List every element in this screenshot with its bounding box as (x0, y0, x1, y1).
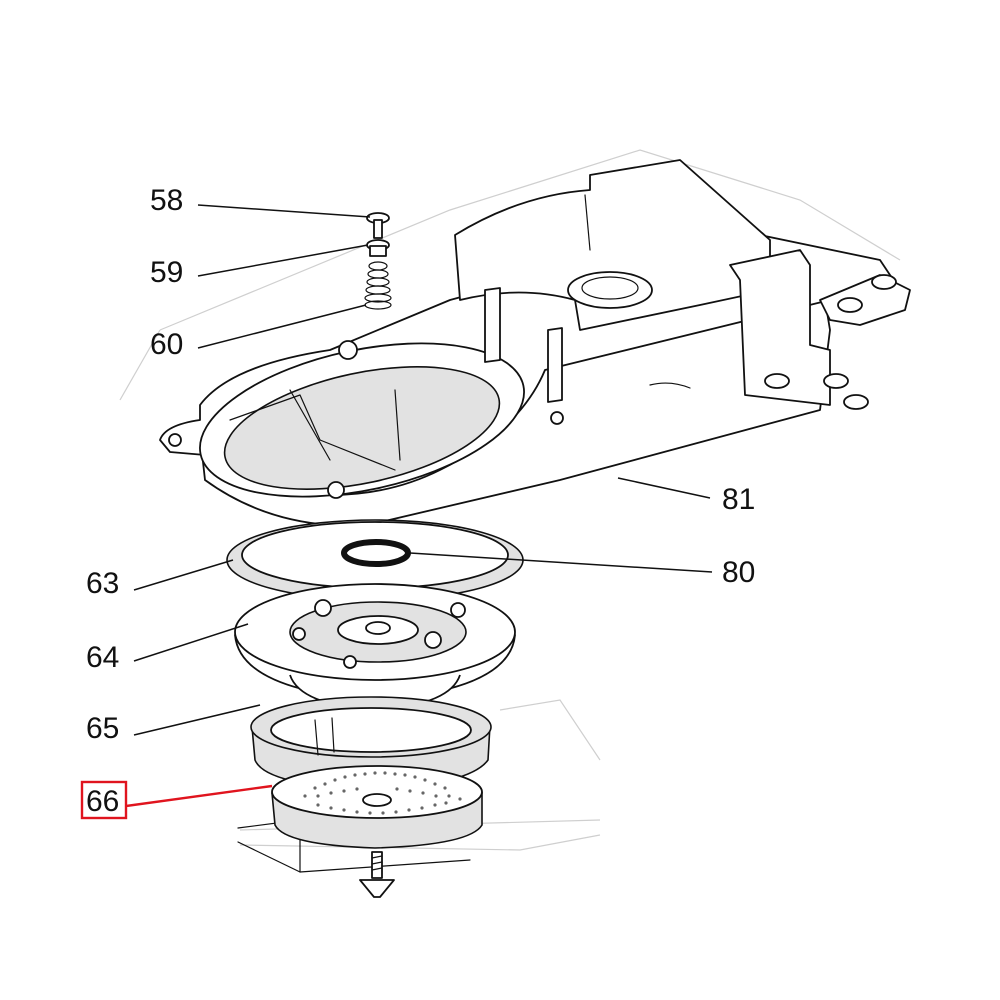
disc-perforations (303, 771, 462, 815)
callout-59: 59 (150, 256, 183, 289)
part-64-burr-carrier (234, 583, 516, 711)
part-60-spring (364, 261, 392, 310)
part-66-grinder-disc (271, 765, 483, 849)
callout-labels: 58 59 60 81 80 63 64 65 66 (80, 184, 755, 820)
leader-lines (125, 204, 713, 808)
callout-81: 81 (722, 483, 755, 516)
part-80-o-ring (341, 539, 411, 567)
highlight-leader-66 (125, 784, 273, 808)
part-81-housing (159, 159, 911, 529)
screw (359, 851, 395, 898)
highlight-box-66 (80, 780, 128, 820)
callout-64: 64 (86, 641, 119, 674)
part-58-pin (366, 212, 390, 239)
callout-63: 63 (86, 567, 119, 600)
callout-66: 66 (86, 785, 119, 818)
callout-60: 60 (150, 328, 183, 361)
callout-58: 58 (150, 184, 183, 217)
callout-80: 80 (722, 556, 755, 589)
part-63-gasket (226, 519, 524, 601)
callout-65: 65 (86, 712, 119, 745)
part-59-cap (366, 239, 390, 257)
